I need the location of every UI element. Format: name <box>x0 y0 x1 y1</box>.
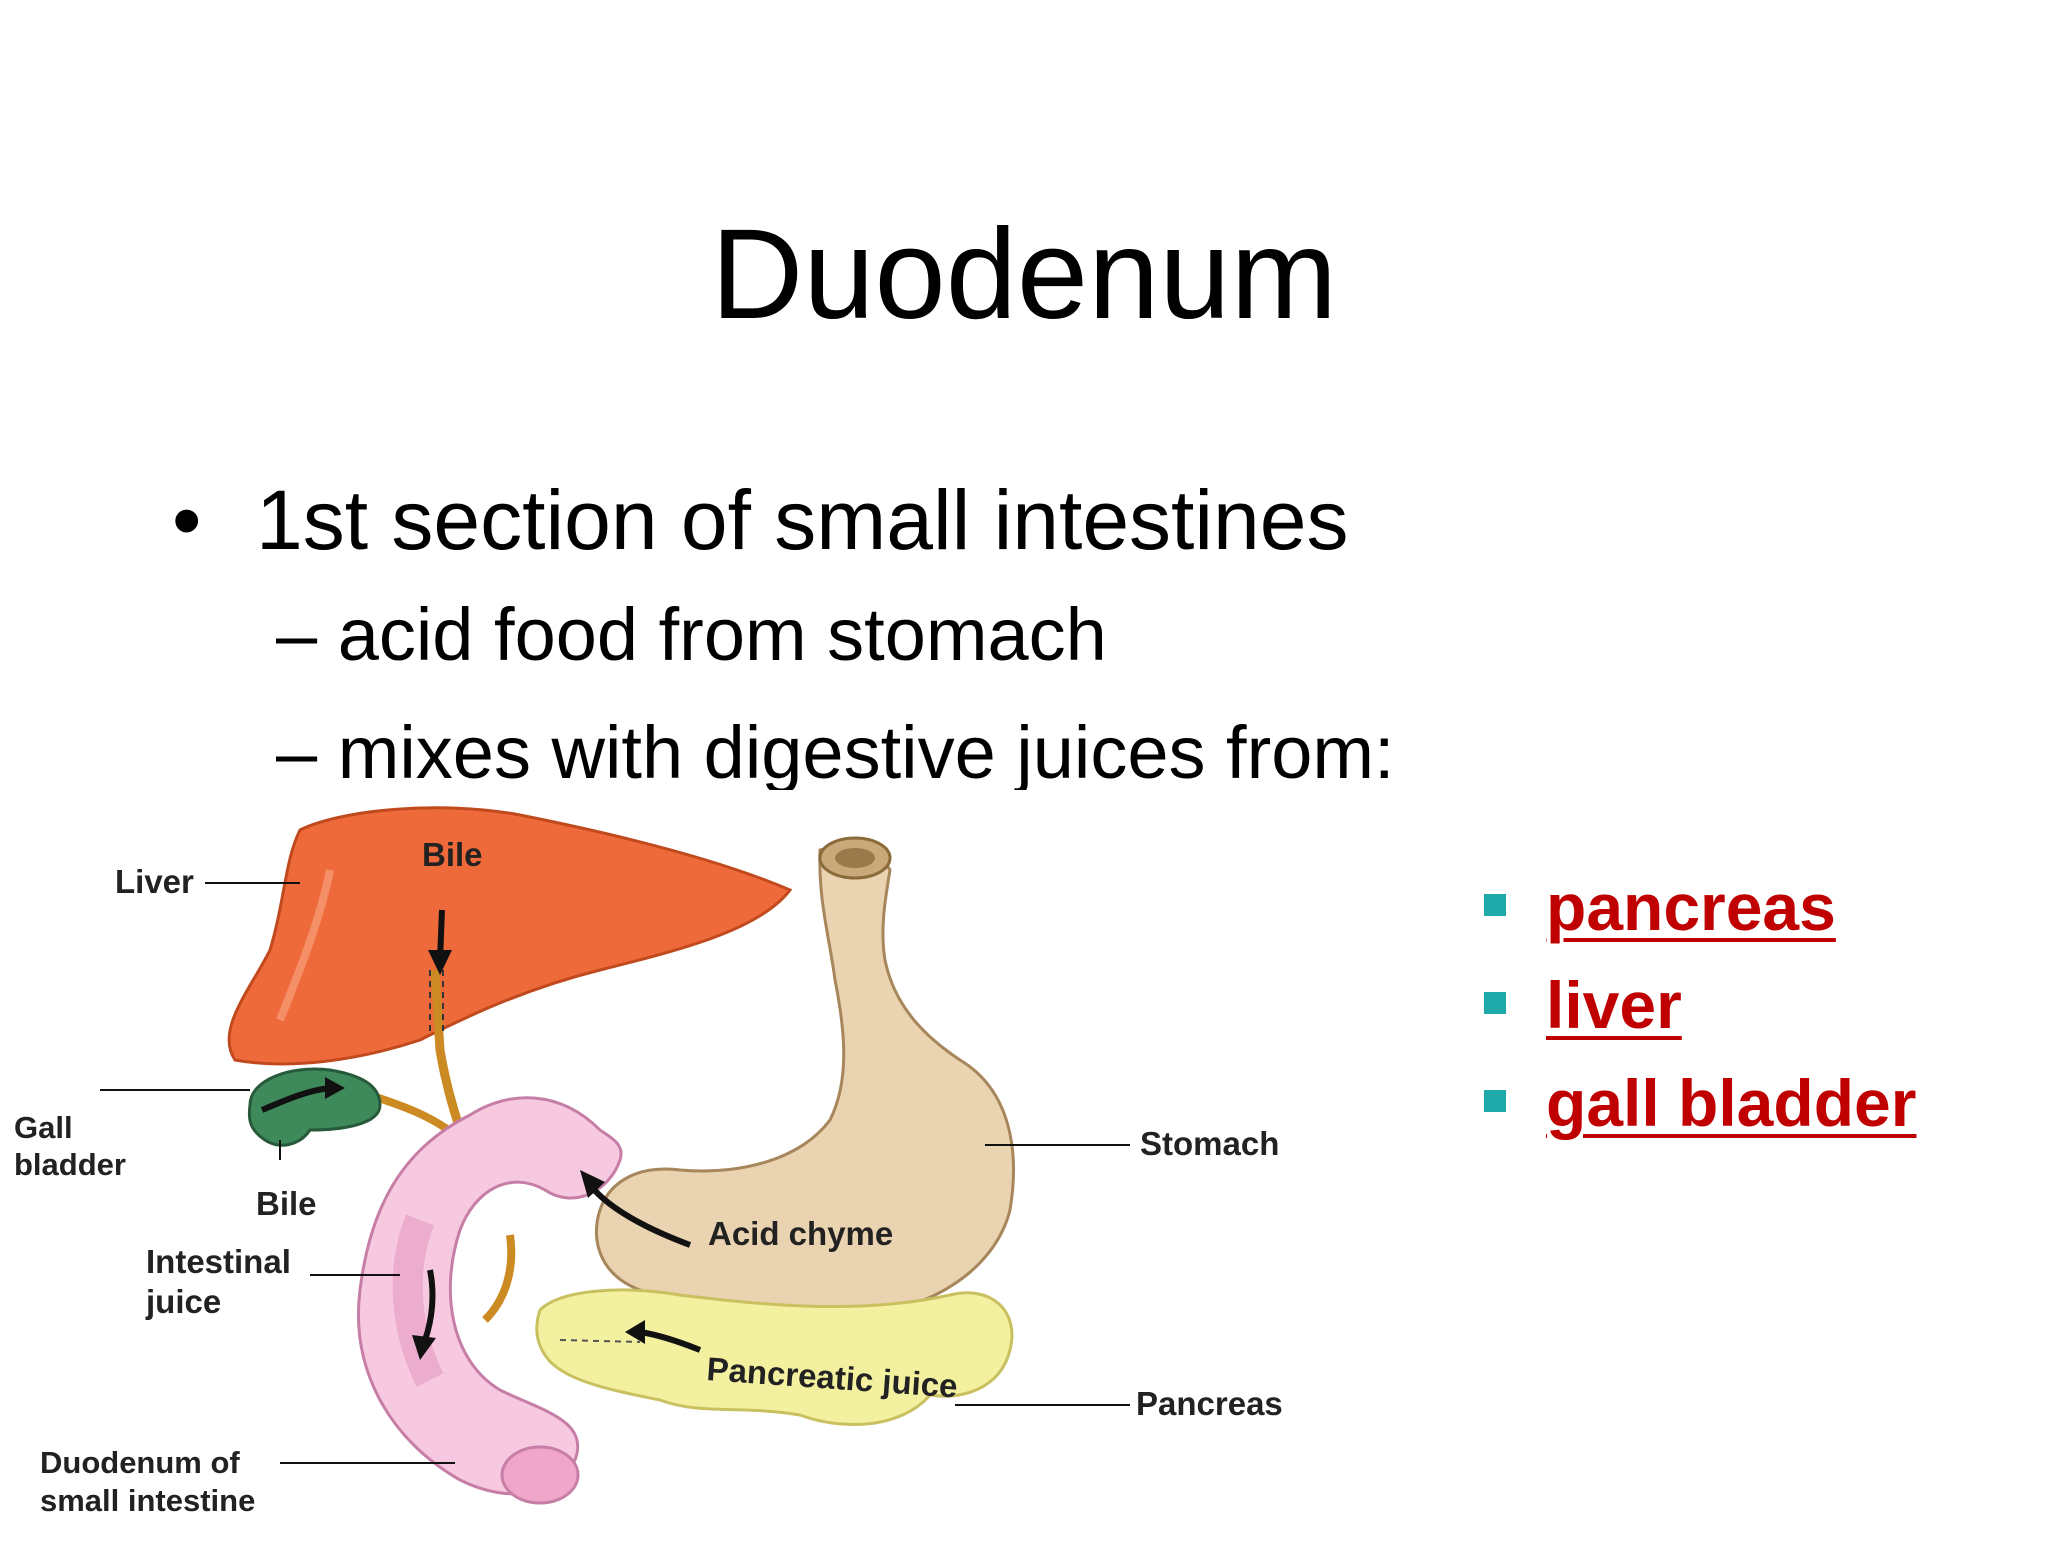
liver-shape <box>227 806 793 1066</box>
label-pancreas: Pancreas <box>1136 1385 1283 1422</box>
square-bullet-icon <box>1484 1090 1506 1112</box>
label-duodenum-of: Duodenum of <box>40 1445 240 1480</box>
organ-link-list: pancreas liver gall bladder <box>1480 858 2000 1152</box>
pancreas-shape <box>535 1288 1014 1427</box>
main-bullet: • 1st section of small intestines <box>172 470 1349 570</box>
sub-bullet-digestive-juices: – mixes with digestive juices from: <box>276 711 1395 794</box>
label-small-intestine: small intestine <box>40 1483 255 1518</box>
duodenum-shape <box>357 1096 623 1496</box>
main-bullet-text: 1st section of small intestines <box>256 473 1349 567</box>
label-bile-top: Bile <box>422 836 483 873</box>
label-bladder: bladder <box>14 1147 126 1182</box>
organ-link-liver[interactable]: liver <box>1480 956 2000 1054</box>
label-acid-chyme: Acid chyme <box>708 1215 893 1252</box>
label-liver: Liver <box>115 863 194 900</box>
digestive-diagram: Liver Bile Gall bladder Bile Stomach Aci… <box>0 790 1310 1536</box>
label-stomach: Stomach <box>1140 1125 1279 1162</box>
gallbladder-shape <box>247 1067 382 1147</box>
label-gall: Gall <box>14 1110 73 1145</box>
square-bullet-icon <box>1484 992 1506 1014</box>
label-bile-bottom: Bile <box>256 1185 317 1222</box>
slide-title: Duodenum <box>710 203 1338 346</box>
square-bullet-icon <box>1484 894 1506 916</box>
sub-bullet-acid-food: – acid food from stomach <box>276 593 1107 676</box>
organ-link-pancreas[interactable]: pancreas <box>1480 858 2000 956</box>
bullet-dot: • <box>172 473 202 567</box>
organ-link-gall-bladder[interactable]: gall bladder <box>1480 1054 2000 1152</box>
label-intestinal: Intestinal <box>146 1243 291 1280</box>
label-juice: juice <box>145 1283 221 1320</box>
